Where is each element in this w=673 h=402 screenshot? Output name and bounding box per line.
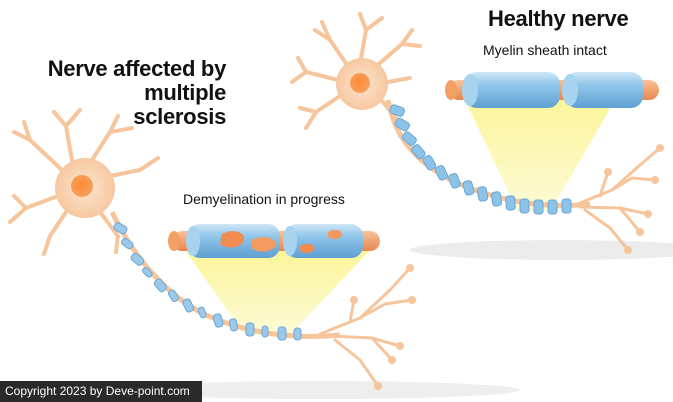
healthy-neuron: [290, 12, 664, 254]
ms-title: Nerve affected by multiple sclerosis: [26, 56, 227, 129]
ms-dendrites: [8, 108, 160, 256]
shadow-healthy: [410, 240, 673, 260]
myelin-sheath-2: [565, 72, 643, 108]
healthy-zoom-axon: [445, 72, 659, 108]
ms-zoom-axon: [168, 224, 380, 258]
healthy-axon-terminals: [573, 146, 662, 252]
myelin-sheath-1: [465, 72, 560, 108]
lesion: [328, 229, 343, 239]
healthy-nucleus: [350, 73, 370, 93]
healthy-terminal-buttons: [604, 144, 664, 254]
ms-terminal-buttons: [350, 264, 416, 390]
lesion: [300, 243, 315, 253]
ms-title-line: Nerve affected by: [47, 56, 227, 81]
healthy-myelin-segments: [389, 104, 572, 215]
healthy-zoom-beam: [465, 100, 615, 212]
ms-nucleus: [71, 175, 93, 197]
ms-zoom-beam: [185, 250, 370, 335]
shadow-ms: [120, 381, 520, 399]
healthy-dendrites: [290, 12, 422, 138]
lesion: [252, 237, 277, 252]
ms-neuron: [8, 108, 416, 390]
ms-damaged-myelin: [113, 222, 302, 341]
copyright-banner: Copyright 2023 by Deve-point.com: [0, 381, 202, 402]
lesion: [220, 231, 245, 248]
demyelination-caption: Demyelination in progress: [183, 191, 345, 207]
myelin-caption: Myelin sheath intact: [483, 42, 607, 58]
ms-title-line: sclerosis: [133, 104, 226, 129]
healthy-title: Healthy nerve: [488, 6, 629, 31]
ms-title-line: multiple: [144, 80, 226, 105]
